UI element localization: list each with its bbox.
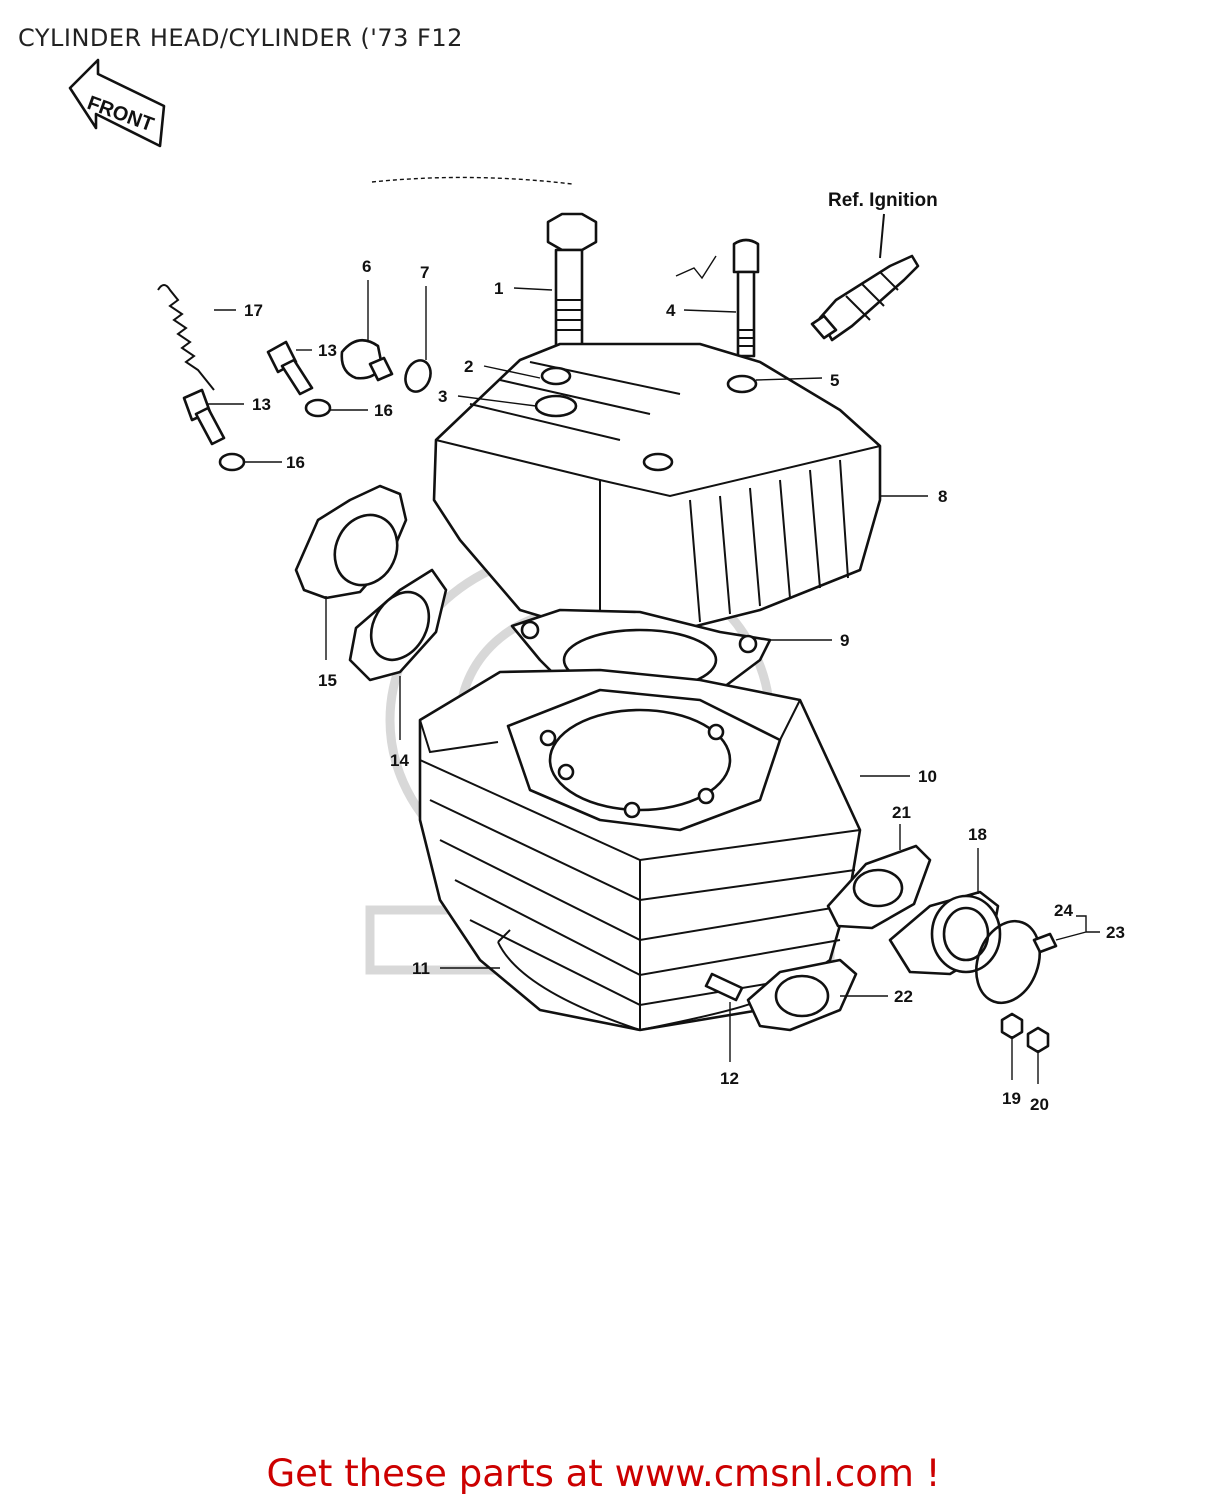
callout-14: 14	[390, 751, 409, 770]
exhaust-flange-icon	[294, 484, 408, 600]
callout-20: 20	[1030, 1095, 1049, 1114]
callout-13b: 13	[252, 395, 271, 414]
spark-plug-icon	[810, 213, 920, 342]
callout-16a: 16	[374, 401, 393, 420]
intake-gasket-icon	[746, 958, 858, 1032]
intake-pipe-icon	[888, 890, 1002, 976]
cylinder-head-bolt-icon	[546, 212, 598, 348]
callout-16b: 16	[286, 453, 305, 472]
callout-23: 23	[1106, 923, 1125, 942]
reference-ignition-label: Ref. Ignition	[828, 190, 938, 211]
screw-icon	[266, 340, 314, 396]
base-gasket-icon	[497, 929, 761, 1032]
callout-2: 2	[464, 357, 473, 376]
nut-icon	[1026, 1026, 1050, 1054]
socket-bolt-icon	[732, 238, 760, 358]
leader-lines	[206, 280, 1100, 1084]
callout-4: 4	[666, 301, 676, 320]
callout-18: 18	[968, 825, 987, 844]
nut-icon	[1000, 1012, 1024, 1040]
callout-9: 9	[840, 631, 849, 650]
washer-icon	[304, 398, 332, 418]
callout-19: 19	[1002, 1089, 1021, 1108]
page-title: CYLINDER HEAD/CYLINDER ('73 F12	[18, 24, 463, 52]
callout-17: 17	[244, 301, 263, 320]
front-arrow-icon: FRONT	[68, 58, 166, 148]
cylinder-head-icon	[432, 342, 882, 636]
stud-icon	[704, 972, 744, 1002]
washer-icon	[404, 359, 432, 393]
callout-21: 21	[892, 803, 911, 822]
spring-icon	[157, 284, 215, 391]
cap-icon	[340, 338, 394, 382]
callout-7: 7	[420, 263, 429, 282]
callout-labels: 1 2 3 4 5 6 7 8 9 10 11 12 13 13 14 15 1…	[244, 257, 1125, 1114]
exhaust-gasket-icon	[348, 568, 448, 682]
cylinder-icon	[418, 668, 862, 1032]
callout-15: 15	[318, 671, 337, 690]
callout-22: 22	[894, 987, 913, 1006]
cmsnl-promo-link[interactable]: Get these parts at www.cmsnl.com !	[266, 1452, 941, 1495]
callout-24: 24	[1054, 901, 1073, 920]
clamp-icon	[975, 919, 1058, 1005]
callout-1: 1	[494, 279, 503, 298]
callout-8: 8	[938, 487, 947, 506]
washer-icon	[218, 452, 246, 472]
callout-13a: 13	[318, 341, 337, 360]
screw-icon	[182, 388, 226, 446]
callout-6: 6	[362, 257, 371, 276]
callout-5: 5	[830, 371, 839, 390]
callout-10: 10	[918, 767, 937, 786]
callout-3: 3	[438, 387, 447, 406]
intake-spacer-icon	[826, 844, 932, 930]
callout-12: 12	[720, 1069, 739, 1088]
callout-11: 11	[412, 959, 430, 978]
